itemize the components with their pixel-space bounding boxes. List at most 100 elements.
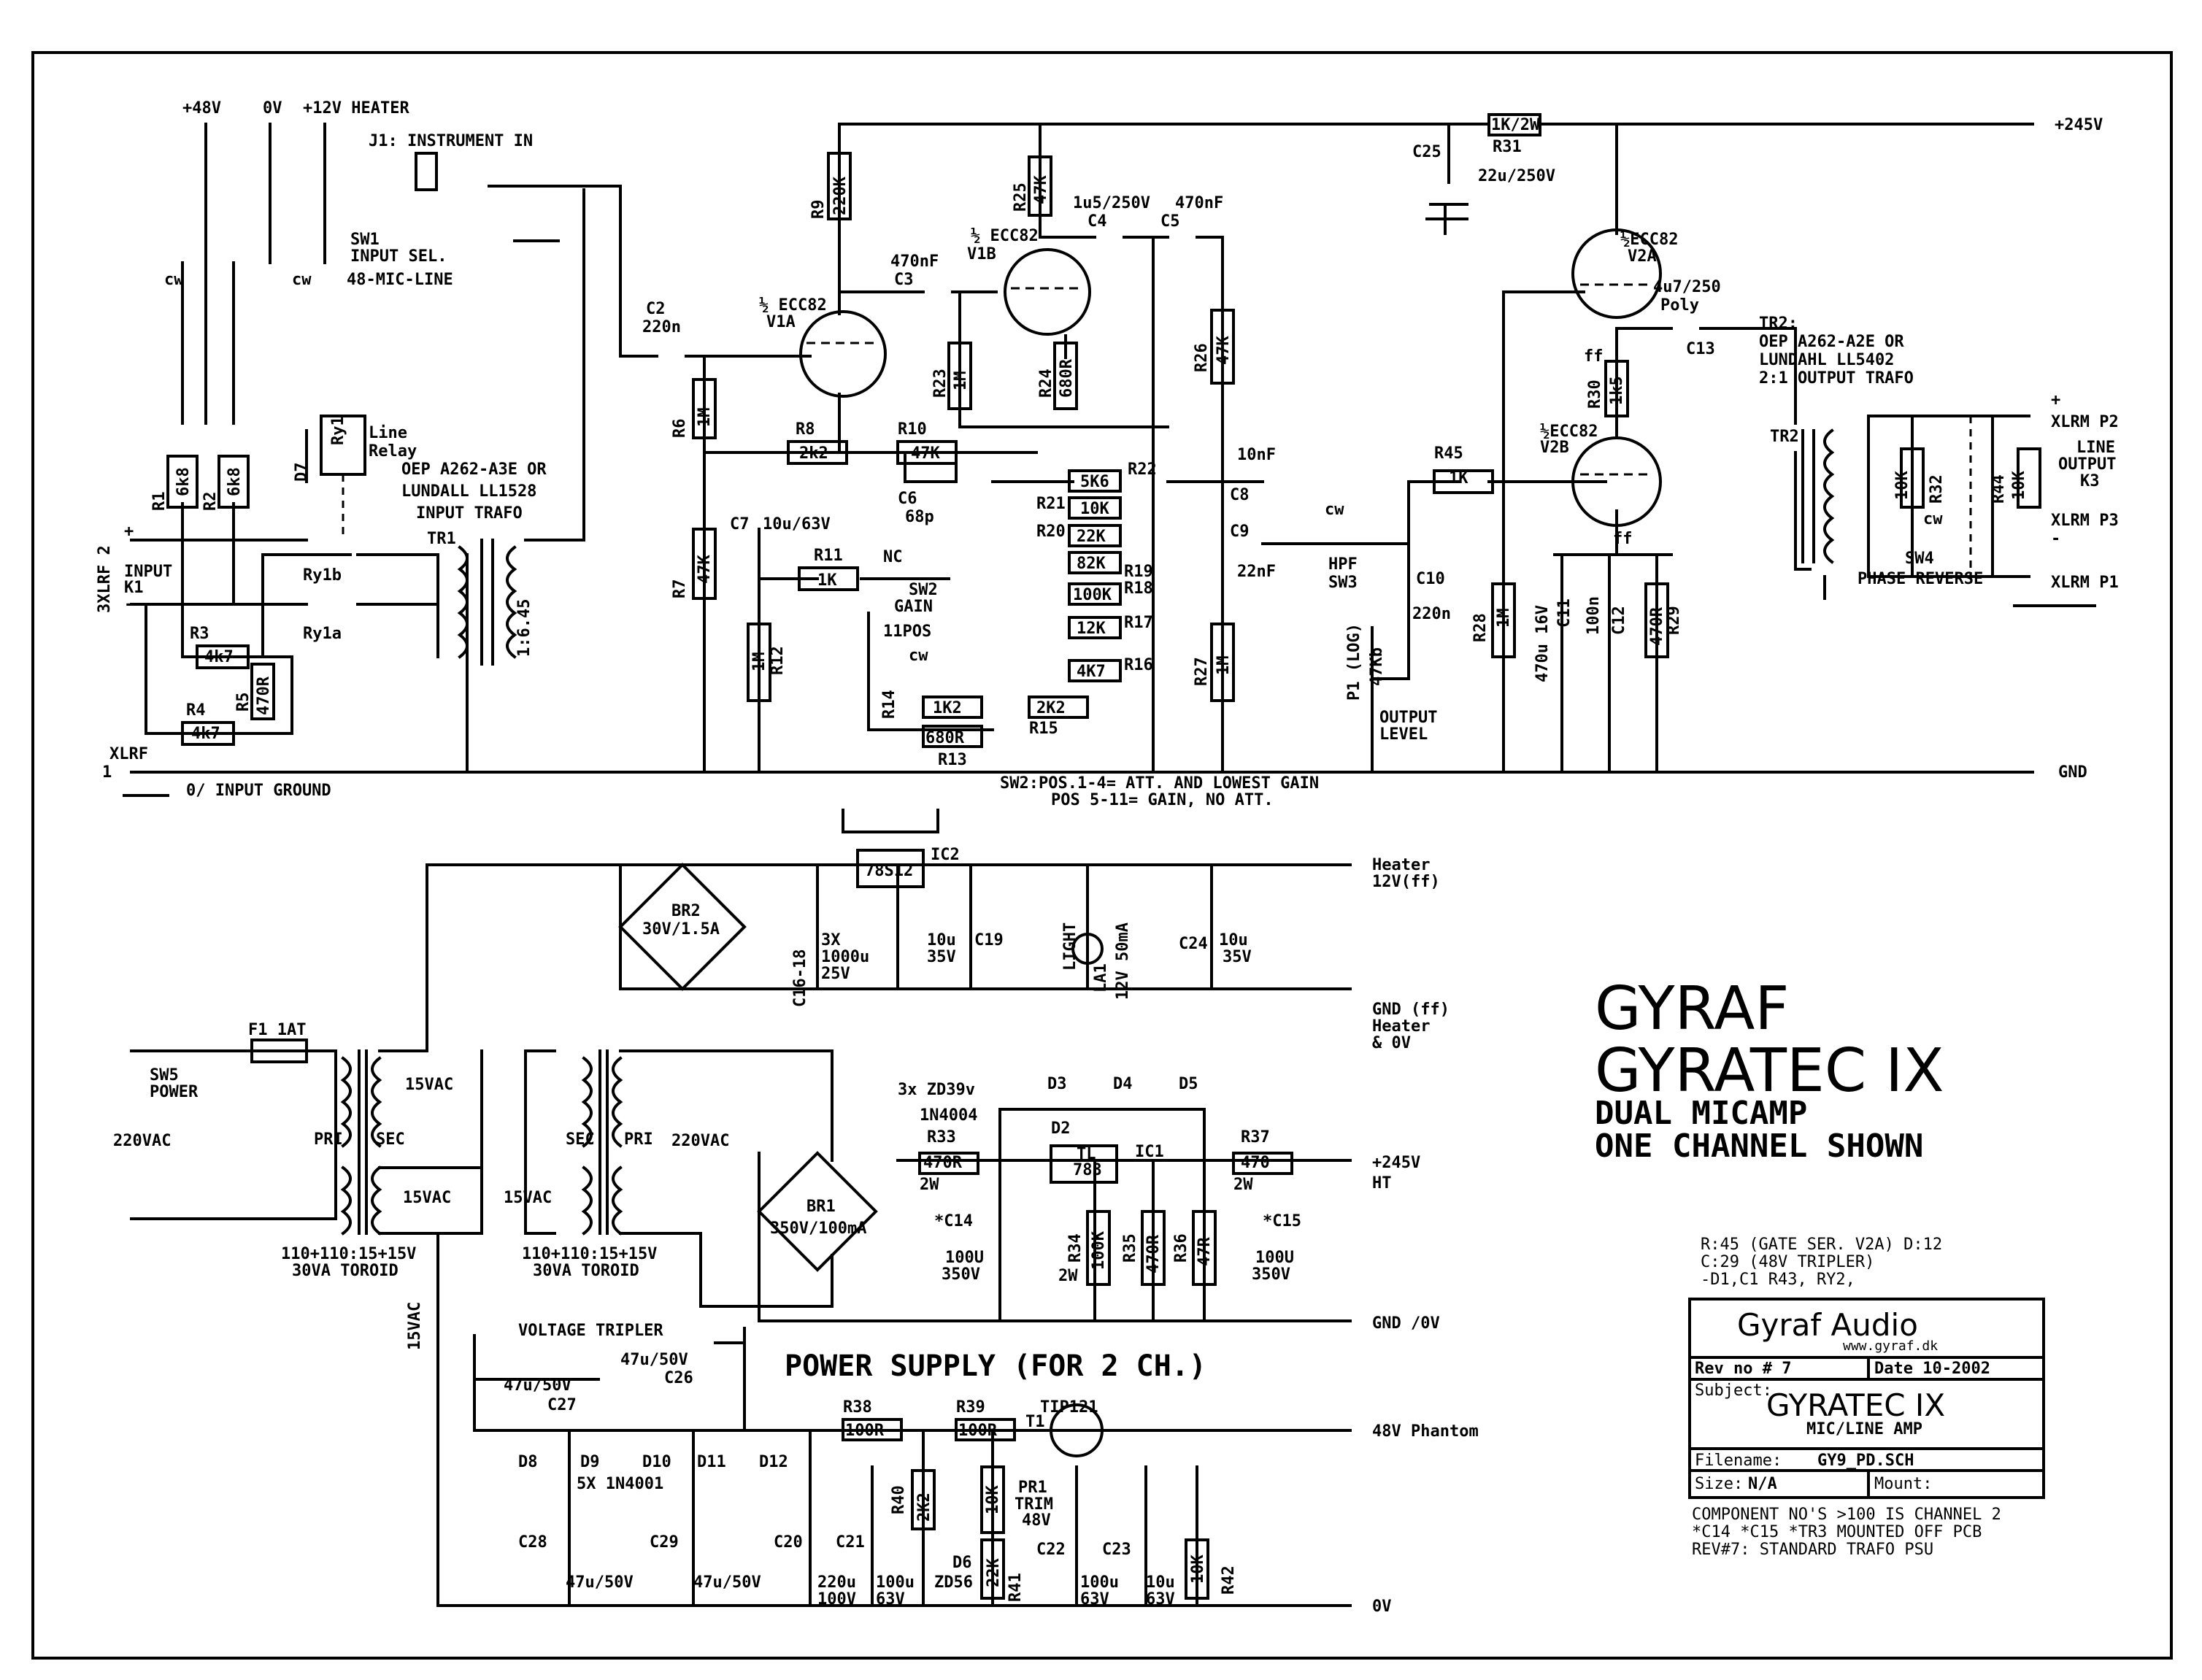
r33-label: R33 bbox=[927, 1128, 956, 1147]
size-label: Size: bbox=[1695, 1475, 1743, 1493]
rev-number: Rev no # 7 bbox=[1695, 1360, 1791, 1378]
c4-value: 1u5/250V bbox=[1073, 194, 1150, 212]
r33-watt: 2W bbox=[920, 1176, 939, 1194]
r42-value: 10K bbox=[1189, 1554, 1207, 1584]
rail-gnd: GND bbox=[2058, 763, 2087, 782]
sw5-power: POWER bbox=[150, 1083, 199, 1101]
v15-c: 15VAC bbox=[504, 1189, 552, 1207]
v1a-label: ½ ECC82 bbox=[759, 296, 827, 315]
phase-reverse-label: PHASE REVERSE bbox=[1858, 570, 1983, 588]
v1b-label: ½ ECC82 bbox=[971, 227, 1039, 245]
r14-value: 1K2 bbox=[933, 699, 962, 717]
nc-label: NC bbox=[883, 548, 903, 566]
mains-label-2: 220VAC bbox=[671, 1132, 729, 1150]
r37-watt: 2W bbox=[1233, 1176, 1253, 1194]
tr2-title-3: LUNDAHL LL5402 bbox=[1759, 351, 1894, 369]
c22-label: C22 bbox=[1036, 1541, 1066, 1559]
r12-label: R12 bbox=[769, 646, 787, 675]
c23-label: C23 bbox=[1102, 1541, 1131, 1559]
title-brand: GYRAF bbox=[1595, 974, 1789, 1044]
c25-label: C25 bbox=[1412, 143, 1441, 161]
c20-label: C20 bbox=[774, 1533, 803, 1552]
r22-label: R22 bbox=[1128, 461, 1157, 479]
title-block-large: GYRAF GYRATEC IX DUAL MICAMP ONE CHANNEL… bbox=[1595, 974, 1944, 1165]
tr1-name-3: INPUT TRAFO bbox=[416, 504, 523, 523]
r1-value: 6k8 bbox=[174, 467, 193, 496]
c21-label: C21 bbox=[836, 1533, 865, 1552]
c16-v2: 1000u bbox=[821, 948, 869, 966]
k1-label: K1 bbox=[124, 579, 144, 597]
power-transformers bbox=[123, 217, 1468, 1457]
c22-v2: 63V bbox=[1080, 1590, 1109, 1608]
r27-label: R27 bbox=[1193, 657, 1211, 686]
out-plus: + bbox=[2051, 391, 2060, 409]
pri-2: PRI bbox=[624, 1130, 653, 1149]
r15-value: 2K2 bbox=[1036, 699, 1066, 717]
d11-label: D11 bbox=[697, 1453, 726, 1471]
r13-value: 680R bbox=[925, 729, 965, 747]
p1-value: 47Kb bbox=[1368, 647, 1386, 686]
title-model: GYRATEC IX bbox=[1595, 1036, 1944, 1106]
toroid-1-line1: 110+110:15+15V bbox=[281, 1245, 416, 1263]
r33-value: 470R bbox=[923, 1154, 963, 1172]
r19-label: R19 bbox=[1124, 563, 1153, 581]
sw2-note-1: SW2:POS.1-4= ATT. AND LOWEST GAIN bbox=[1000, 774, 1319, 793]
c2-value: 220n bbox=[642, 318, 681, 336]
notes: R:45 (GATE SER. V2A) D:12 C:29 (48V TRIP… bbox=[1701, 1236, 1942, 1289]
c26-label: C26 bbox=[664, 1369, 693, 1387]
r32-label: R32 bbox=[1928, 474, 1946, 504]
relay-relay: Relay bbox=[369, 442, 417, 461]
toroid-1-line2: 30VA TOROID bbox=[292, 1262, 399, 1280]
r37-label: R37 bbox=[1241, 1128, 1270, 1147]
c14-label: *C14 bbox=[934, 1212, 973, 1230]
tr2-label: TR2 bbox=[1770, 428, 1799, 446]
sheet-border bbox=[31, 51, 2173, 1660]
r21-label: R21 bbox=[1036, 495, 1066, 513]
c13-value: 4u7/250 bbox=[1653, 278, 1721, 296]
c11-value: 470u 16V bbox=[1533, 605, 1552, 682]
sw5-label: SW5 bbox=[150, 1066, 179, 1084]
rail-0v: 0V bbox=[263, 99, 282, 117]
v1a-id: V1A bbox=[766, 313, 796, 331]
vacuum-tubes bbox=[799, 228, 1662, 527]
br2-value: 30V/1.5A bbox=[642, 920, 720, 939]
psu-title: POWER SUPPLY (FOR 2 CH.) bbox=[785, 1349, 1206, 1383]
ry1a-label: Ry1a bbox=[303, 625, 342, 643]
d10-label: D10 bbox=[642, 1453, 671, 1471]
c15-v2: 350V bbox=[1252, 1265, 1290, 1284]
c22-v1: 100u bbox=[1080, 1573, 1119, 1592]
c19-v2: 35V bbox=[927, 948, 956, 966]
c7-label: C7 bbox=[730, 515, 750, 533]
c20-v2: 100V bbox=[817, 1590, 856, 1608]
ic2-label: IC2 bbox=[931, 846, 960, 864]
footnote-2: *C14 *C15 *TR3 MOUNTED OFF PCB bbox=[1692, 1523, 1982, 1541]
sw3-cw: cw bbox=[1325, 501, 1344, 519]
footnote-1: COMPONENT NO'S >100 IS CHANNEL 2 bbox=[1692, 1506, 2001, 1524]
c23-v1: 10u bbox=[1146, 1573, 1175, 1592]
heater-2: 12V(ff) bbox=[1372, 873, 1440, 891]
c15-label: *C15 bbox=[1263, 1212, 1301, 1230]
sw2-cw: cw bbox=[909, 647, 928, 665]
input-ground-label: 0/ INPUT GROUND bbox=[186, 782, 331, 800]
c20-v1: 220u bbox=[817, 1573, 856, 1592]
c24-v1: 10u bbox=[1219, 931, 1248, 949]
v2b-ff: ff bbox=[1613, 530, 1633, 548]
v2b-id: V2B bbox=[1540, 439, 1569, 457]
tr1-name-2: LUNDALL LL1528 bbox=[401, 482, 536, 501]
c21-v2: 63V bbox=[876, 1590, 905, 1608]
r17-label: R17 bbox=[1124, 614, 1153, 632]
tr1-name-1: OEP A262-A3E OR bbox=[401, 461, 547, 479]
r38-label: R38 bbox=[843, 1398, 872, 1417]
r35-label: R35 bbox=[1121, 1233, 1139, 1263]
r45-label: R45 bbox=[1434, 444, 1463, 463]
c24-label: C24 bbox=[1179, 935, 1208, 953]
c12-value: 100n bbox=[1585, 596, 1603, 635]
r4-value: 4k7 bbox=[191, 725, 220, 743]
sw2-gain: GAIN bbox=[894, 598, 933, 616]
r19-value: 82K bbox=[1077, 555, 1106, 573]
r6-value: 1M bbox=[696, 408, 714, 428]
psu-wiring bbox=[130, 863, 1352, 1607]
ht-2: HT bbox=[1372, 1174, 1392, 1192]
resistor-bodies bbox=[166, 113, 2041, 1600]
r37-value: 470 bbox=[1241, 1154, 1270, 1172]
